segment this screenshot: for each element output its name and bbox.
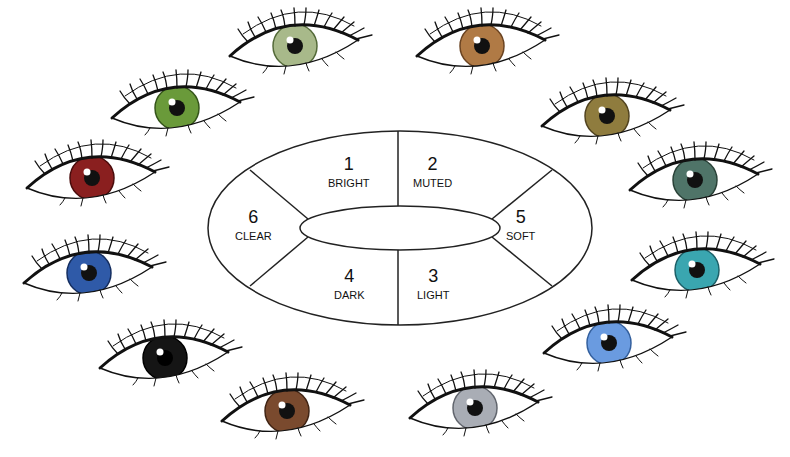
eye-icon <box>222 373 364 439</box>
segment-label: DARK <box>334 289 365 302</box>
eye-icon <box>100 320 242 386</box>
segment-label: BRIGHT <box>328 177 370 190</box>
eye-icon <box>410 370 552 436</box>
wheel-segment: 2MUTED <box>409 152 456 192</box>
segment-label: LIGHT <box>417 289 449 302</box>
wheel-segment: 4DARK <box>330 264 369 304</box>
eye-icon <box>632 232 774 298</box>
eye-icon <box>112 70 254 136</box>
eye-icon <box>544 305 686 371</box>
wheel-segment: 3LIGHT <box>413 264 453 304</box>
segment-label: CLEAR <box>235 230 272 243</box>
segment-number: 1 <box>328 154 370 174</box>
wheel-outline <box>208 131 592 325</box>
eye-icon <box>230 8 372 74</box>
wheel-segment: 5SOFT <box>502 205 539 245</box>
segment-number: 6 <box>235 207 272 227</box>
wheel-segment: 6CLEAR <box>231 205 276 245</box>
segment-label: SOFT <box>506 230 535 243</box>
segment-number: 2 <box>413 154 452 174</box>
eye-icon <box>542 78 684 144</box>
segment-number: 4 <box>334 266 365 286</box>
eye-icon <box>630 142 772 208</box>
eye-icon <box>417 8 559 74</box>
wheel-segment: 1BRIGHT <box>324 152 374 192</box>
segment-label: MUTED <box>413 177 452 190</box>
eye-icon <box>27 140 169 206</box>
segment-number: 5 <box>506 207 535 227</box>
segment-number: 3 <box>417 266 449 286</box>
eye-icon <box>24 235 166 301</box>
